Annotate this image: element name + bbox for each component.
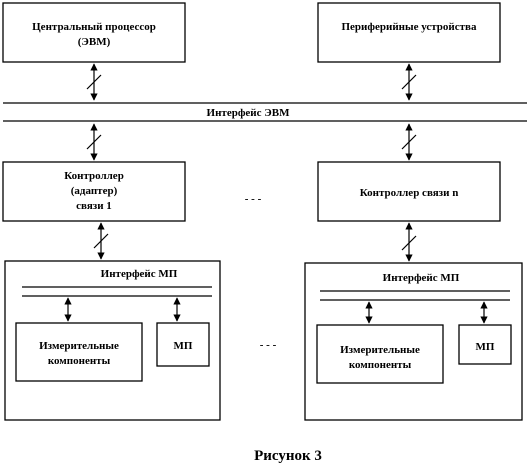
cpu-sub-label: (ЭВМ) [78,36,111,48]
module-1: Интерфейс МП Измерительные компоненты МП [4,260,221,421]
bus-label: Интерфейс ЭВМ [207,107,291,119]
connector-controller-n-module-n [401,222,417,262]
peripherals-label: Периферийные устройства [341,21,477,33]
controller-n-label: Контроллер связи n [360,187,459,199]
module-n-measuring-line-1: Измерительные [340,344,420,356]
module-n-mp-label: МП [476,341,495,353]
connector-bus-controller-1 [86,123,102,161]
controller-1-line-1: Контроллер [64,170,124,182]
cpu-label: Центральный процессор [32,21,156,33]
peripherals-block: Периферийные устройства [317,2,501,63]
connector-peripherals-bus [401,63,417,101]
controller-1-block: Контроллер (адаптер) связи 1 [2,161,186,222]
cpu-block: Центральный процессор (ЭВМ) [2,2,186,63]
module-1-measuring-line-2: компоненты [48,355,111,367]
ellipsis-modules: - - - [260,339,277,351]
controller-1-line-3: связи 1 [76,200,112,212]
module-1-measuring-block [15,322,143,382]
ellipsis-controllers: - - - [245,193,262,205]
figure-caption: Рисунок 3 [254,448,322,464]
module-1-interface-label: Интерфейс МП [101,268,178,280]
module-n-measuring-block [316,324,444,384]
module-n-measuring-line-2: компоненты [349,359,412,371]
module-n-mp-block [458,324,512,365]
controller-1-line-2: (адаптер) [71,185,118,197]
module-1-measuring-line-1: Измерительные [39,340,119,352]
module-n: Интерфейс МП Измерительные компоненты МП [304,262,523,421]
module-1-mp-block [156,322,210,367]
connector-cpu-bus [86,63,102,101]
connector-controller-1-module-1 [93,222,109,260]
computer-interface-bus: Интерфейс ЭВМ [3,102,527,122]
module-1-mp-label: МП [174,340,193,352]
controller-n-block: Контроллер связи n [317,161,501,222]
connector-bus-controller-n [401,123,417,161]
module-n-interface-label: Интерфейс МП [383,272,460,284]
